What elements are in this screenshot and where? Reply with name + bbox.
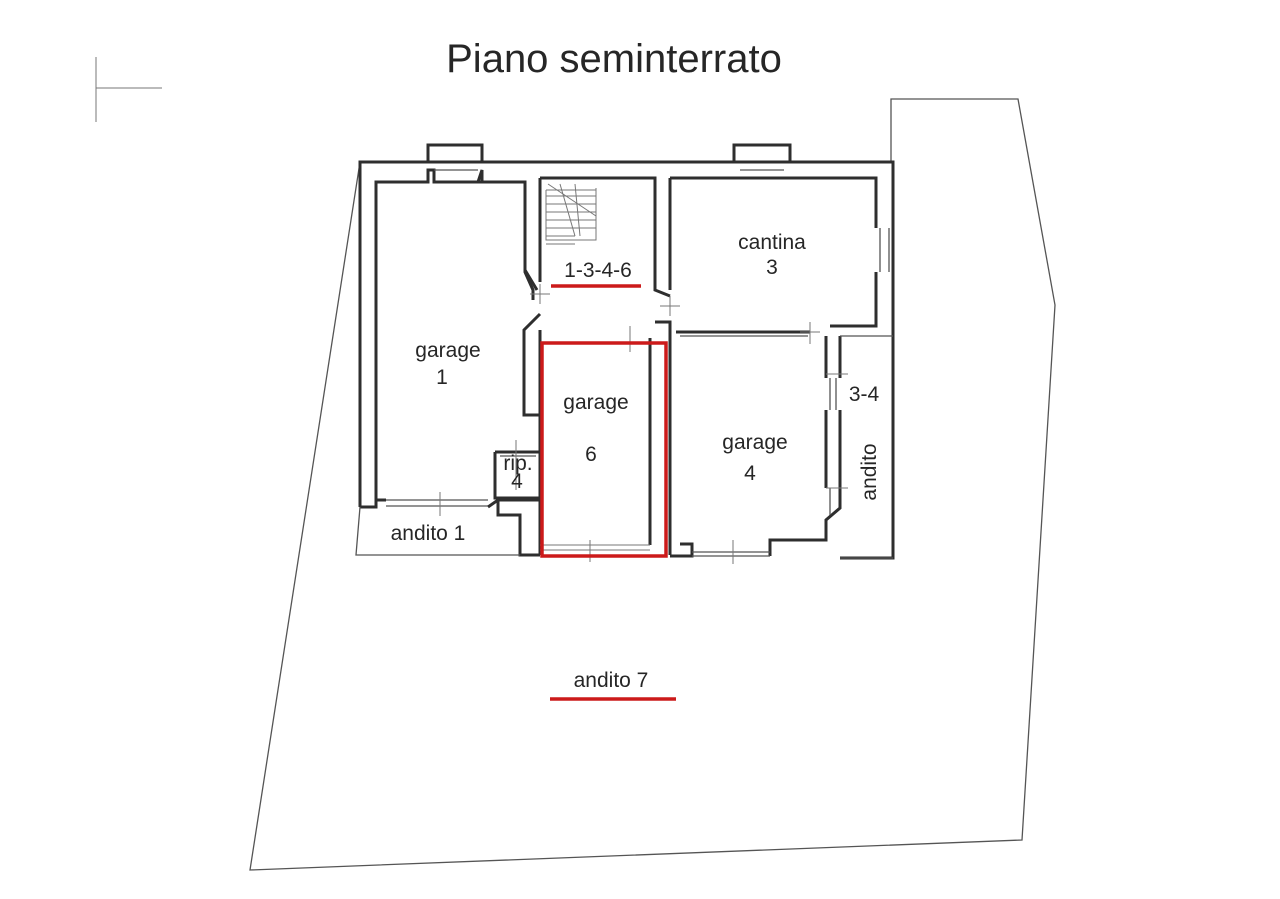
rip-number: 4	[511, 470, 523, 493]
lot-outline	[249, 98, 1056, 871]
garage-1-number: 1	[436, 366, 448, 389]
stair-label: 1-3-4-6	[564, 259, 632, 282]
garage-4-number: 4	[744, 462, 756, 485]
building-walls	[358, 143, 895, 560]
andito-1-label: andito 1	[391, 522, 466, 545]
andito-side-label: andito	[858, 443, 881, 500]
garage-6-highlight	[540, 341, 668, 558]
andito-1-outline	[355, 506, 520, 556]
orientation-mark	[95, 57, 162, 122]
garage-6-name: garage	[563, 391, 628, 414]
rip-label: rip.	[503, 452, 532, 475]
garage-4-name: garage	[722, 431, 787, 454]
garage-6-number: 6	[585, 443, 597, 466]
cantina-3-number: 3	[766, 256, 778, 279]
garage-1-name: garage	[415, 339, 480, 362]
andito-7-label: andito 7	[574, 669, 649, 692]
door-marks	[439, 284, 848, 564]
cantina-3-name: cantina	[738, 231, 806, 254]
plan-title: Piano seminterrato	[446, 37, 782, 81]
corridor-3-4-label: 3-4	[849, 383, 880, 406]
